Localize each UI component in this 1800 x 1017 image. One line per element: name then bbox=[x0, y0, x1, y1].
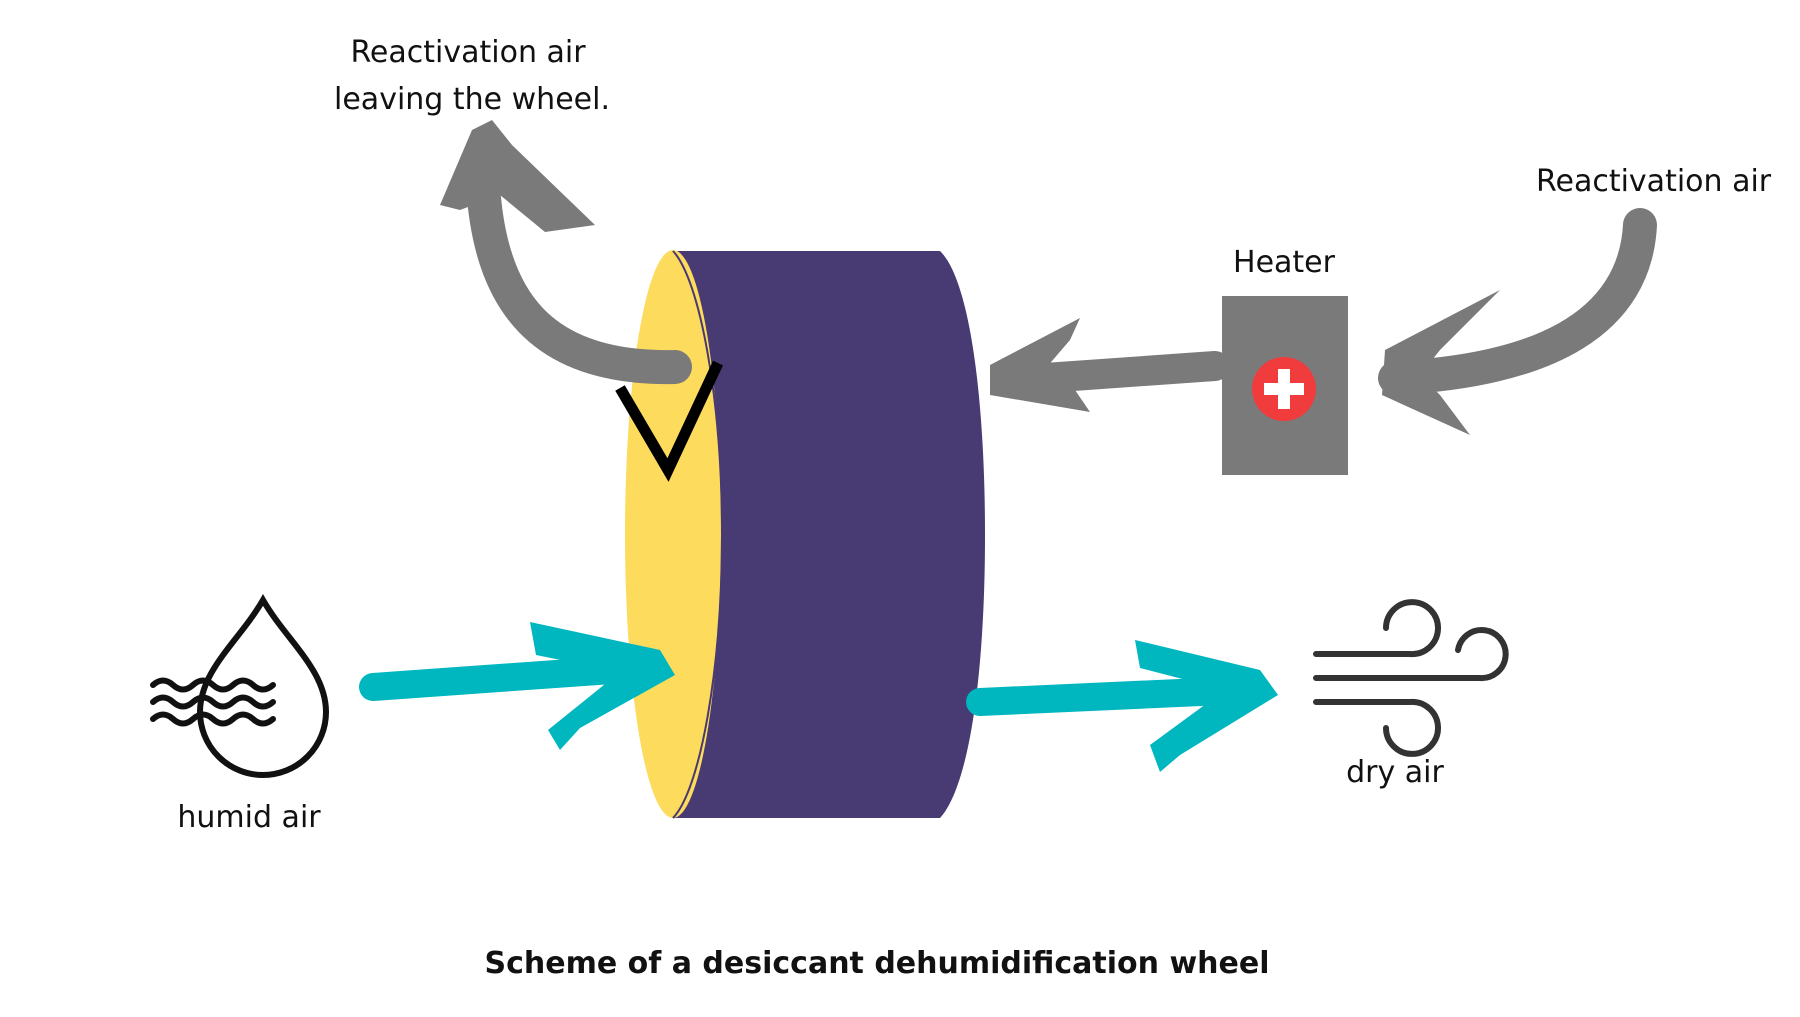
humid-air-label: humid air bbox=[177, 800, 321, 835]
humid-air-icon bbox=[150, 593, 330, 778]
reactivation-air-label: Reactivation air bbox=[1536, 164, 1772, 199]
checkmark-icon bbox=[615, 360, 723, 482]
exhaust-air-label-line1: Reactivation air bbox=[350, 35, 586, 70]
diagram-caption: Scheme of a desiccant dehumidification w… bbox=[484, 946, 1270, 981]
wheel-face bbox=[625, 250, 721, 818]
wheel-edge bbox=[672, 250, 724, 819]
heater-plus-icon bbox=[1264, 369, 1304, 409]
desiccant-wheel bbox=[625, 250, 985, 819]
heater bbox=[1222, 296, 1348, 475]
heated-air-arrow bbox=[990, 318, 1230, 412]
dry-air-label: dry air bbox=[1346, 755, 1444, 790]
reactivation-arrow bbox=[1378, 208, 1657, 435]
dry-air-wind-icon bbox=[1313, 599, 1509, 757]
exhaust-air-label-line2: leaving the wheel. bbox=[334, 82, 610, 117]
wheel-body bbox=[673, 251, 985, 818]
heater-label: Heater bbox=[1233, 245, 1335, 280]
humid-air-arrow bbox=[359, 622, 675, 750]
dry-air-arrow bbox=[966, 640, 1278, 772]
exhaust-arrow bbox=[440, 120, 692, 385]
